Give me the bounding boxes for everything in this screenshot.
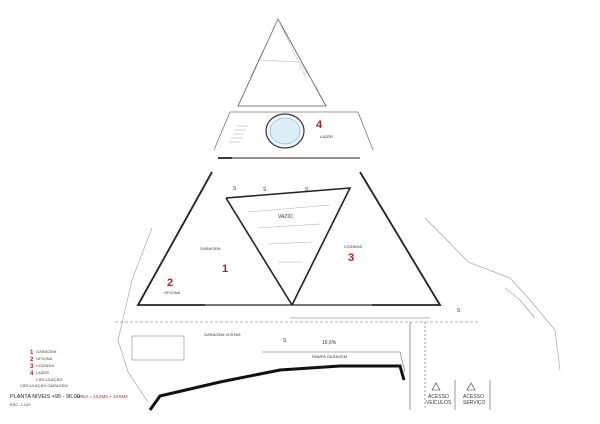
legend-number: 2 — [30, 357, 34, 363]
ramp-slope: 16,6% — [322, 340, 337, 346]
service-access-label: SERVIÇO — [463, 400, 486, 406]
section-marker: S — [263, 187, 267, 193]
site-outline — [117, 217, 561, 403]
room-number-4: 4 — [316, 119, 323, 131]
legend-extra: CIRCULAÇÃO GARAGEM — [20, 383, 68, 388]
legend-number: 1 — [30, 350, 34, 356]
legend-item-name: GARAGEM — [36, 349, 56, 354]
legend-item-name: COZINHA — [36, 363, 54, 368]
pool — [265, 113, 305, 149]
legend: 1 GARAGEM 2 OFICINA 3 COZINHA 4 LAZER CI… — [20, 349, 68, 388]
room-labels: 4 LAZER 1 GARAGEM 2 OFICINA 3 COZINHA VA… — [164, 119, 362, 359]
void-area — [225, 187, 352, 306]
vehicle-access-label: ACESSO — [428, 394, 449, 400]
service-access-label: ACESSO — [463, 394, 484, 400]
section-marker: S — [283, 338, 287, 344]
plan-title: PLANTA NÍVEIS +95 - 96,00 — [10, 393, 80, 400]
ramp-label: RAMPA GARAGEM — [312, 354, 347, 359]
section-marker: S — [233, 186, 237, 192]
plan-scale: ESC. 1:100 — [10, 402, 31, 407]
room-name-oficina: OFICINA — [164, 290, 181, 295]
void-label: VAZIO — [278, 214, 293, 220]
lazer-wing — [213, 18, 374, 151]
section-markers: S S S S S — [233, 186, 461, 344]
main-building-walls — [136, 157, 442, 306]
room-name-garagem: GARAGEM — [200, 246, 220, 251]
legend-item-name: OFICINA — [36, 356, 53, 361]
plan-area: AREA = 1XXM2 + 1XXM2 — [76, 394, 128, 399]
legend-number: 3 — [30, 364, 34, 370]
room-number-3: 3 — [348, 252, 354, 264]
legend-item-name: LAZER — [36, 370, 49, 375]
section-marker: S — [457, 308, 461, 314]
vehicle-access-label: VEÍCULOS — [426, 399, 452, 406]
garage-visitors-label: GARAGEM VISITAS — [204, 332, 241, 337]
legend-extra: CIRCULAÇÃO — [36, 377, 62, 382]
room-number-1: 1 — [222, 263, 228, 275]
retaining-wall — [148, 364, 406, 411]
section-marker: S — [305, 187, 309, 193]
ramp-platform — [115, 317, 480, 373]
access-zone — [409, 322, 491, 410]
access-labels: ACESSO VEÍCULOS ACESSO SERVIÇO — [426, 394, 486, 406]
drawing-title: PLANTA NÍVEIS +95 - 96,00 AREA = 1XXM2 +… — [10, 393, 128, 407]
room-name-cozinha: COZINHA — [344, 244, 362, 249]
legend-number: 4 — [30, 371, 34, 377]
room-name-lazer: LAZER — [320, 134, 333, 139]
room-number-2: 2 — [167, 277, 173, 289]
